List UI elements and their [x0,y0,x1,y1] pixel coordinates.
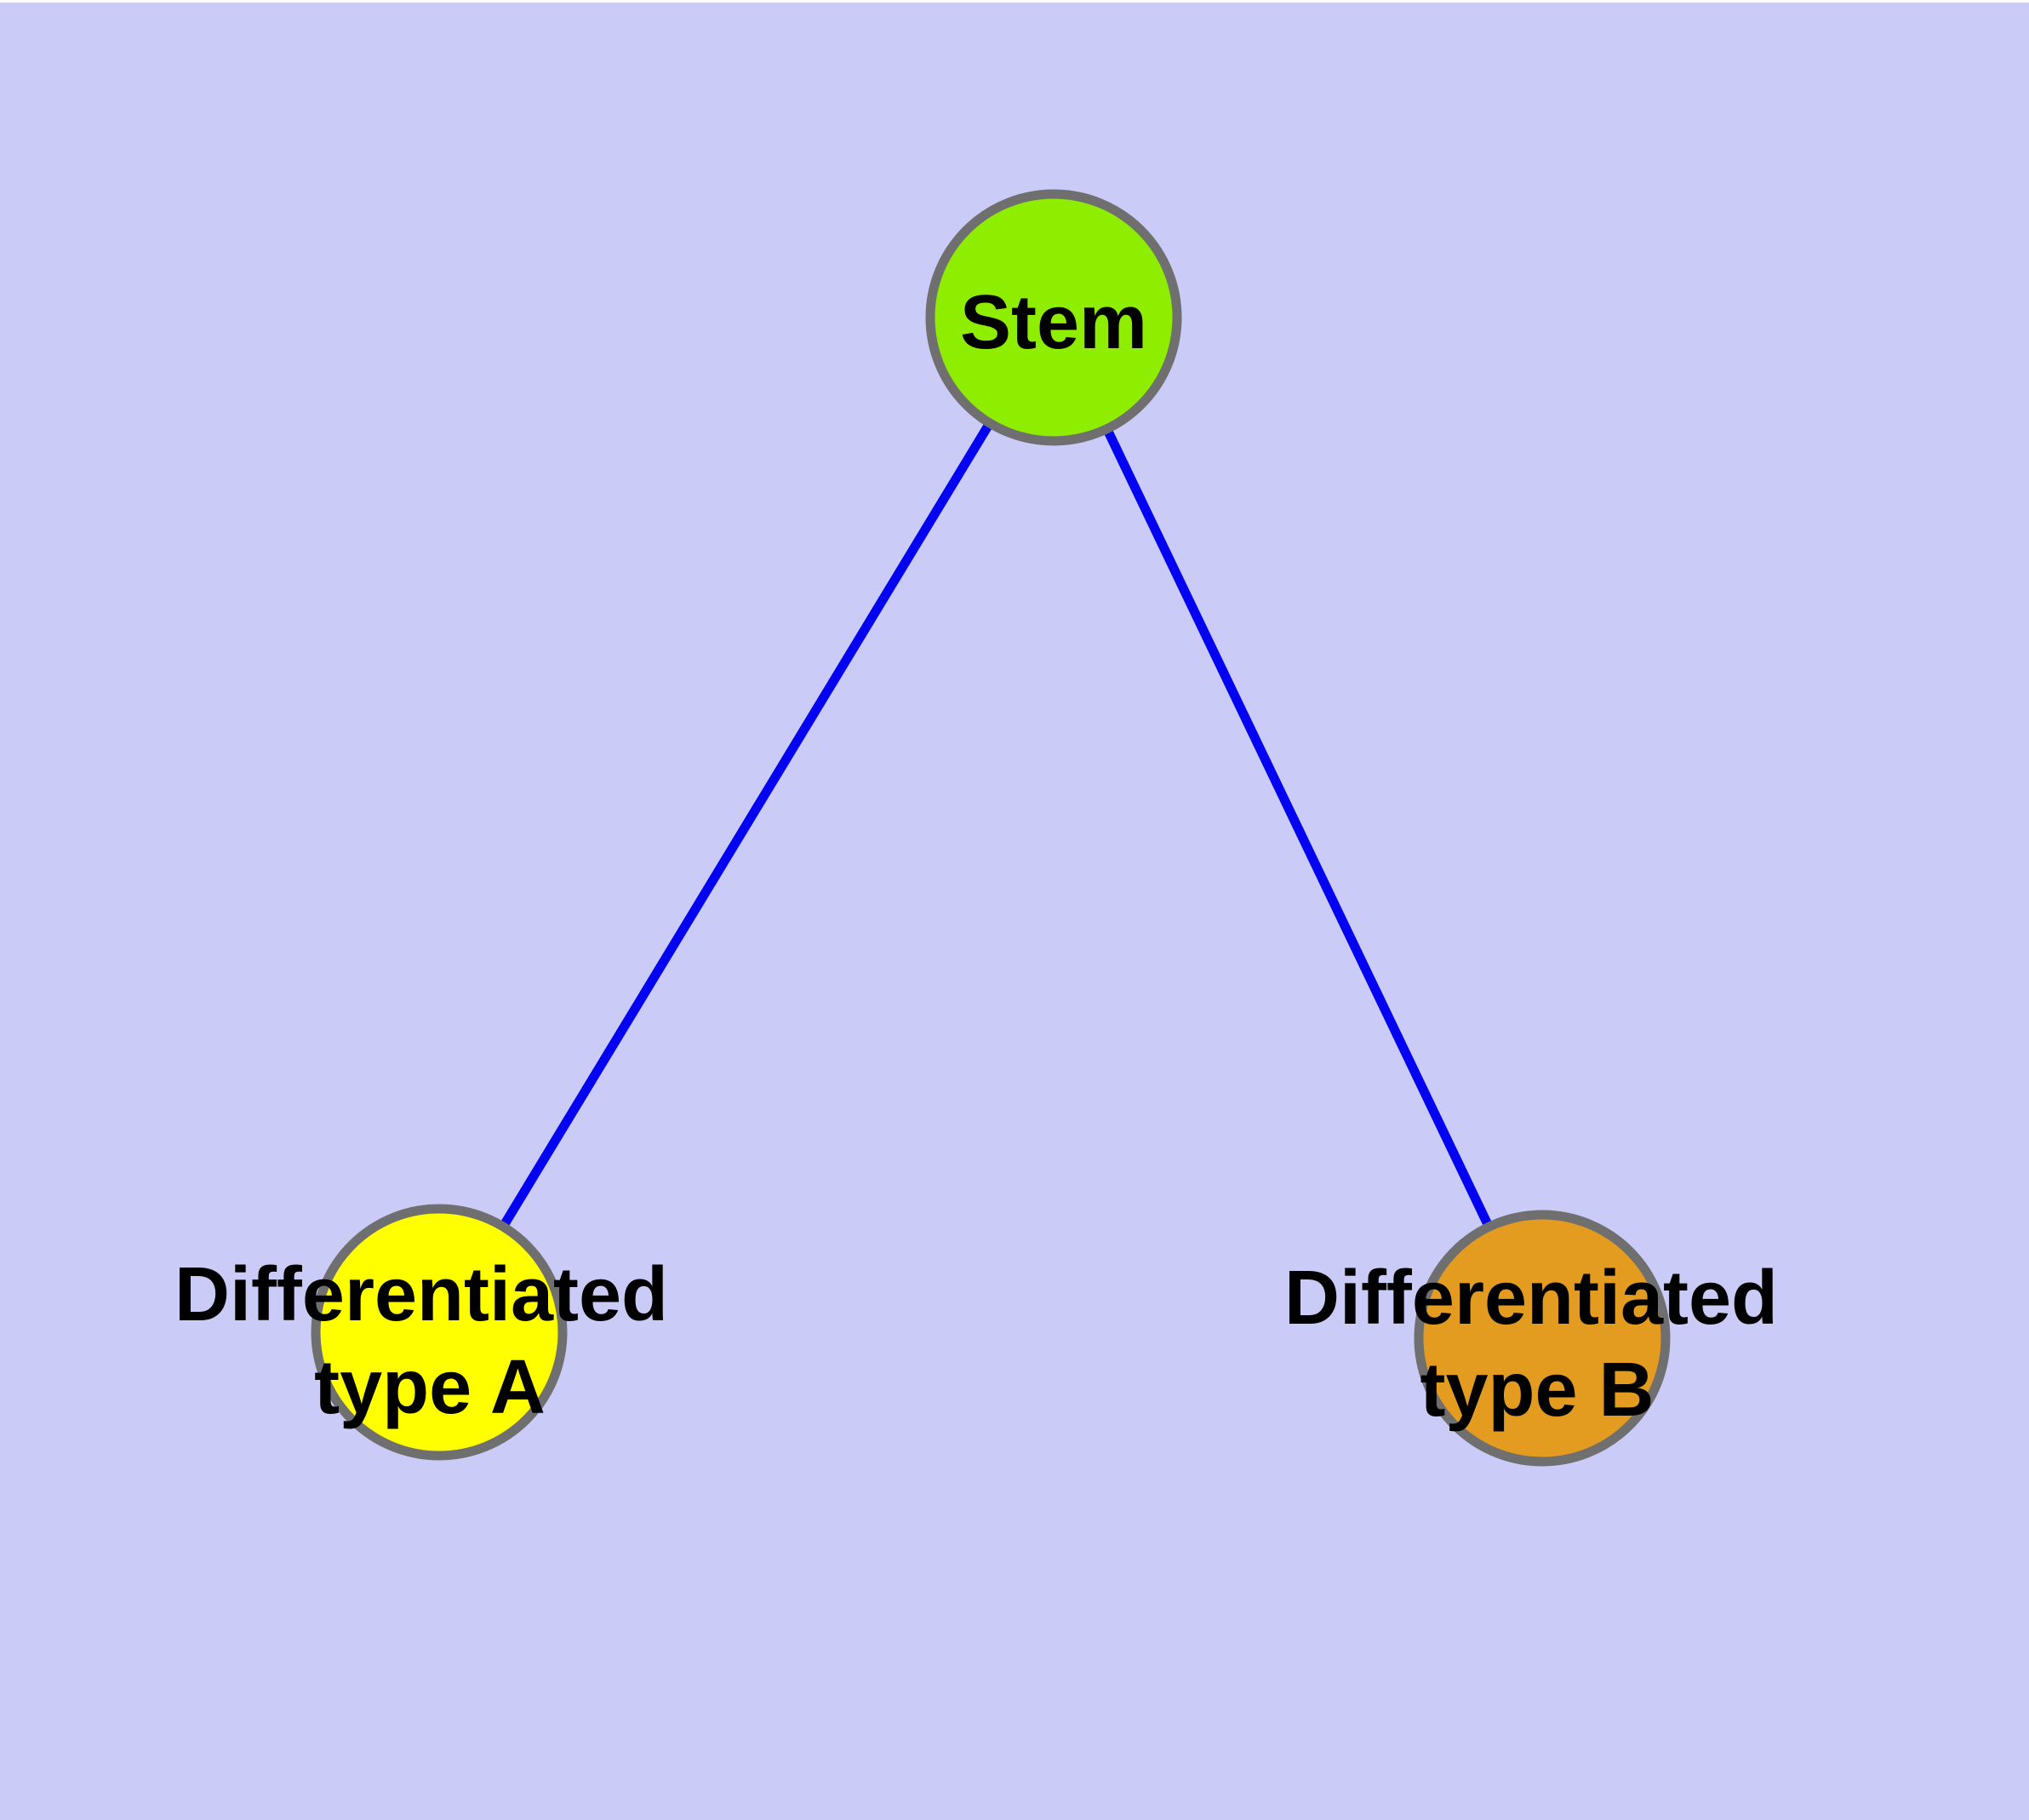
edge-stem-to-type-a [435,315,1058,1335]
node-differentiated-type-a-circle [311,1204,568,1461]
node-differentiated-type-a-label-line2: type A [314,1345,546,1430]
edge-stem-to-type-b [1049,315,1546,1341]
node-differentiated-type-b-label-line1: Differentiated [1284,1256,1778,1341]
node-stem-label: Stem [960,280,1147,365]
node-differentiated-type-a-label-line1: Differentiated [174,1252,668,1337]
node-differentiated-type-b-label-line2: type B [1420,1348,1654,1433]
node-stem-circle [925,189,1182,446]
node-differentiated-type-b-circle [1414,1210,1671,1467]
